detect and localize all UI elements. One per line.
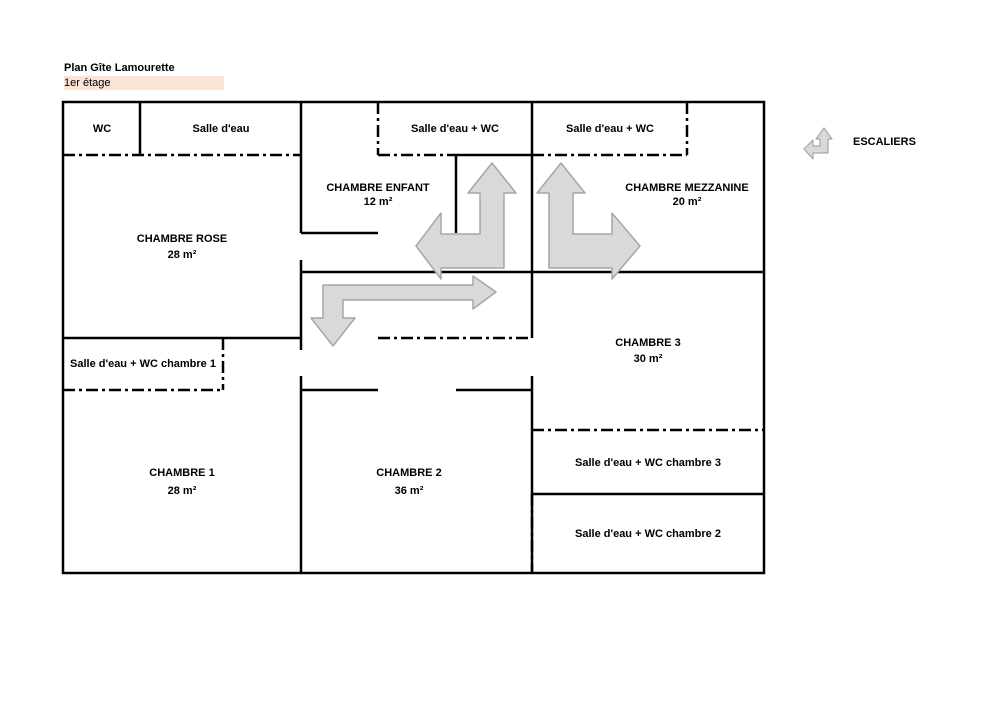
interior-walls — [63, 102, 764, 573]
room-chambre-2-name: CHAMBRE 2 — [376, 467, 441, 479]
room-chambre-mezzanine-name: CHAMBRE MEZZANINE — [625, 182, 748, 194]
room-sde-wc-chambre-1: Salle d'eau + WC chambre 1 — [70, 358, 216, 370]
room-salle-eau-wc-mezzanine: Salle d'eau + WC — [566, 123, 654, 135]
stairs-legend-label: ESCALIERS — [853, 136, 916, 148]
room-chambre-1-name: CHAMBRE 1 — [149, 467, 214, 479]
room-chambre-mezzanine-area: 20 m² — [673, 196, 702, 208]
stair-arrow-up-right — [536, 162, 641, 280]
stair-arrows — [310, 162, 641, 347]
room-chambre-2-area: 36 m² — [395, 485, 424, 497]
room-chambre-3-area: 30 m² — [634, 353, 663, 365]
room-chambre-1-area: 28 m² — [168, 485, 197, 497]
plan-title: Plan Gîte Lamourette — [64, 62, 175, 74]
room-chambre-rose-name: CHAMBRE ROSE — [137, 233, 227, 245]
room-wc: WC — [93, 123, 111, 135]
room-sde-wc-chambre-2: Salle d'eau + WC chambre 2 — [575, 528, 721, 540]
room-sde-wc-chambre-3: Salle d'eau + WC chambre 3 — [575, 457, 721, 469]
room-chambre-enfant-name: CHAMBRE ENFANT — [326, 182, 430, 194]
stair-arrow-right-down — [310, 275, 497, 347]
room-salle-eau: Salle d'eau — [192, 123, 249, 135]
stairs-legend-icon — [803, 127, 833, 160]
room-chambre-enfant-area: 12 m² — [364, 196, 393, 208]
room-salle-eau-wc-enfant: Salle d'eau + WC — [411, 123, 499, 135]
dashed-partitions — [63, 102, 764, 573]
floor-label: 1er étage — [64, 76, 224, 90]
room-chambre-rose-area: 28 m² — [168, 249, 197, 261]
room-chambre-3-name: CHAMBRE 3 — [615, 337, 680, 349]
stair-arrow-up-left — [415, 162, 517, 280]
